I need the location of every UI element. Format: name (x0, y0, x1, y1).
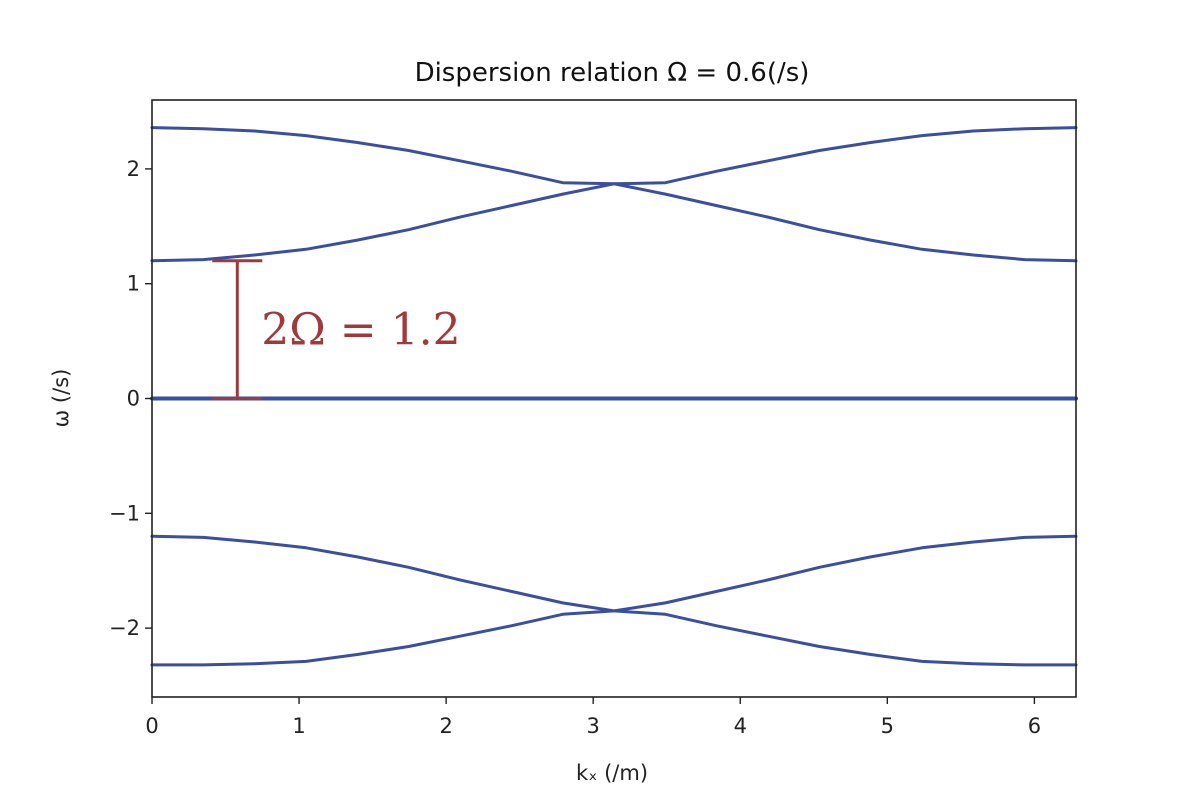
series-layer (150, 126, 1078, 667)
x-tick-label: 5 (881, 714, 894, 738)
x-tick-label: 3 (587, 714, 600, 738)
x-tick-label: 6 (1028, 714, 1041, 738)
x-tick-label: 2 (439, 714, 452, 738)
x-axis-label: kₓ (/m) (576, 761, 648, 785)
y-tick-label: −2 (109, 616, 140, 640)
y-axis-ticks: −2 −1 0 1 2 (109, 157, 152, 640)
y-tick-label: 1 (127, 272, 140, 296)
y-tick-label: −1 (109, 501, 140, 525)
chart-title: Dispersion relation Ω = 0.6(/s) (415, 58, 810, 88)
y-axis-label: ω (/s) (49, 369, 73, 428)
x-tick-label: 1 (292, 714, 305, 738)
y-tick-label: 0 (127, 387, 140, 411)
x-tick-label: 0 (145, 714, 158, 738)
annotation-layer: 2Ω = 1.2 (212, 259, 461, 400)
x-tick-label: 4 (734, 714, 747, 738)
dispersion-branch-5 (150, 534, 1078, 667)
gap-annotation-label: 2Ω = 1.2 (261, 305, 460, 356)
x-axis-ticks: 0 1 2 3 4 5 6 (145, 697, 1041, 738)
dispersion-branch-2 (150, 126, 1078, 263)
y-tick-label: 2 (127, 157, 140, 181)
